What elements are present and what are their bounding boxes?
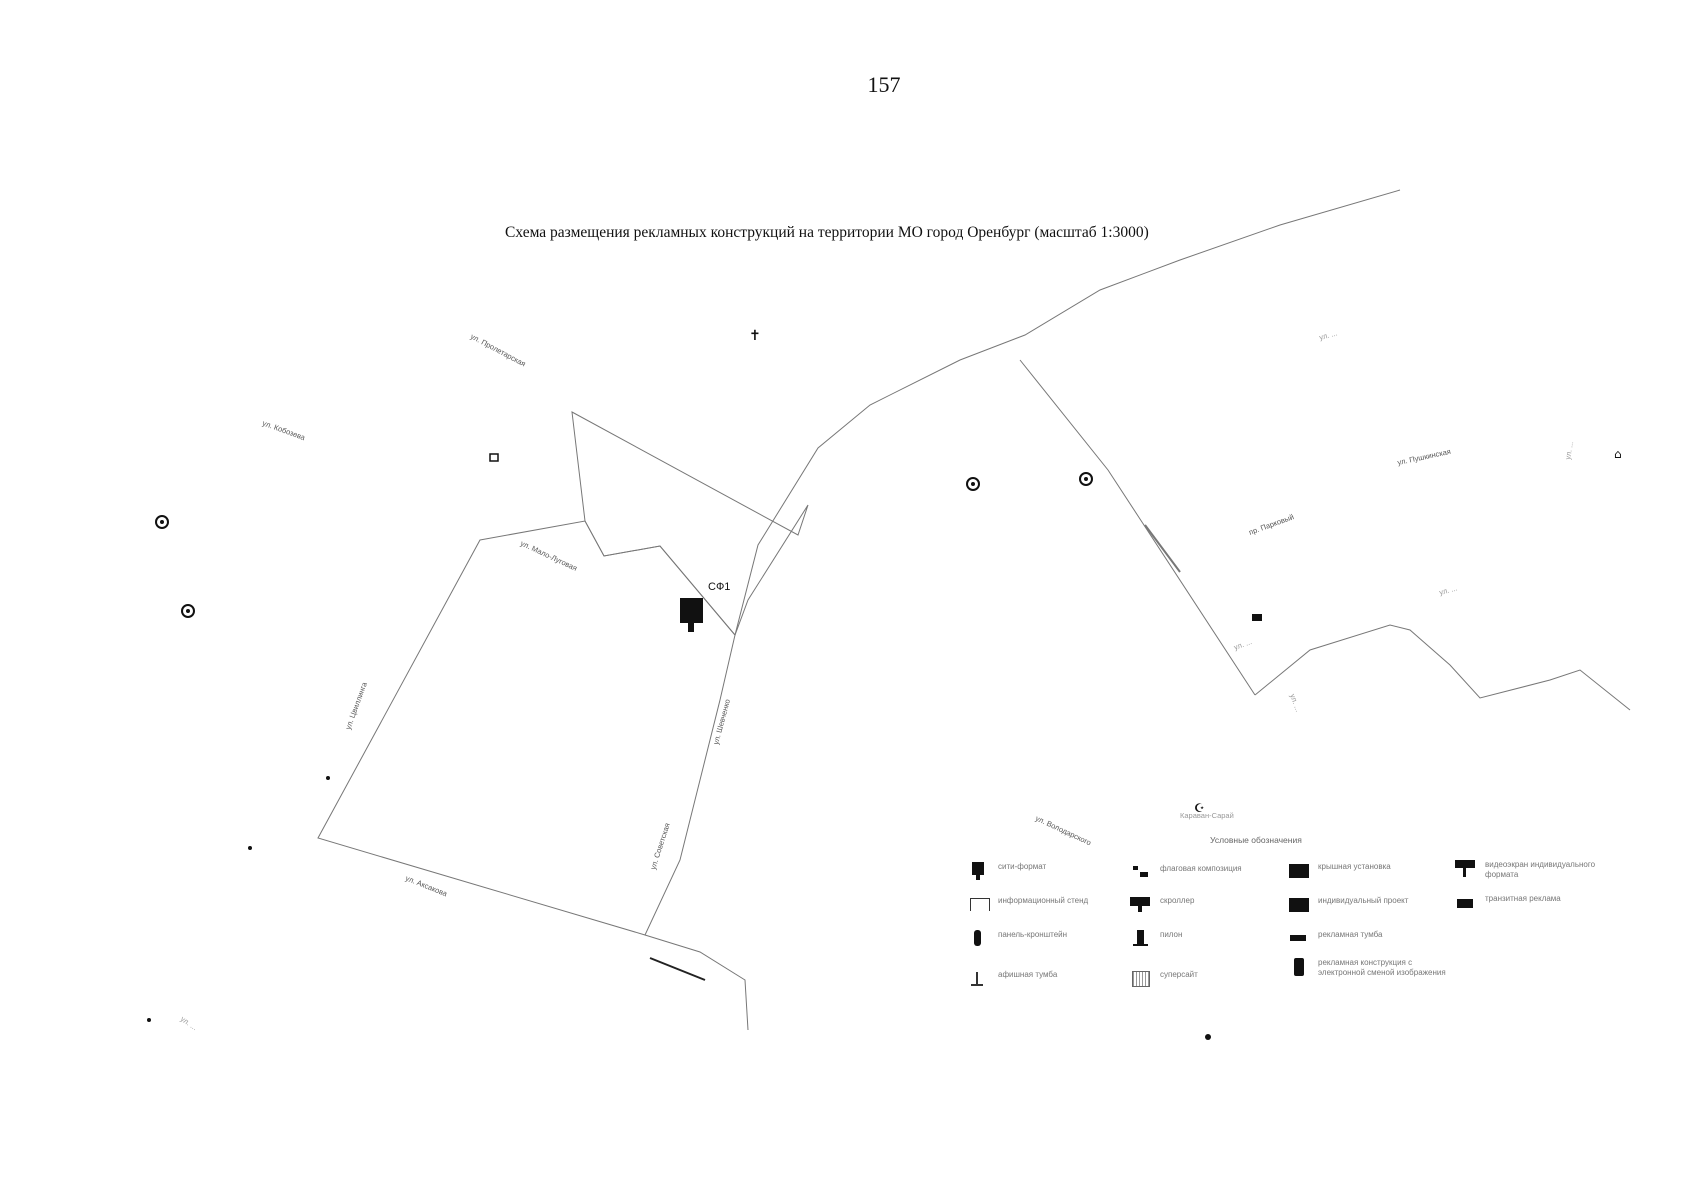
building-icon: ⌂ bbox=[1614, 447, 1622, 461]
scroller-icon bbox=[1130, 896, 1152, 914]
poi-symbols: ✝ ☪ ⌂ bbox=[147, 328, 1622, 1040]
individual-project-icon bbox=[1288, 896, 1310, 914]
legend-item: рекламная конструкция с электронной смен… bbox=[1288, 958, 1448, 978]
circle-plus-icon bbox=[1079, 472, 1093, 486]
street-label: ул. Пролетарская bbox=[469, 332, 527, 369]
street-label: ул. Пушкинская bbox=[1397, 447, 1452, 467]
legend-item: транзитная реклама bbox=[1455, 894, 1561, 912]
legend-title: Условные обозначения bbox=[1210, 835, 1302, 845]
legend-item: панель-кронштейн bbox=[968, 930, 1067, 948]
street-labels: ул. Пролетарская ул. Кобозева ул. Мало-Л… bbox=[179, 328, 1575, 1032]
svg-text:ул. ...: ул. ... bbox=[1288, 693, 1303, 713]
square-icon bbox=[489, 453, 499, 462]
circle-plus-icon bbox=[155, 515, 169, 529]
svg-text:ул. ...: ул. ... bbox=[1233, 637, 1253, 652]
transit-ad-icon bbox=[1455, 894, 1477, 912]
digital-construction-icon bbox=[1288, 958, 1310, 976]
svg-text:Караван-Сарай: Караван-Сарай bbox=[1180, 811, 1234, 820]
ad-pillar-icon bbox=[1288, 930, 1310, 948]
church-cross-icon: ✝ bbox=[749, 328, 761, 344]
legend-item: информационный стенд bbox=[968, 896, 1088, 914]
circle-plus-icon bbox=[966, 477, 980, 491]
legend-item: индивидуальный проект bbox=[1288, 896, 1408, 914]
roof-installation-icon bbox=[1288, 862, 1310, 880]
circle-plus-icon bbox=[181, 604, 195, 618]
city-format-icon bbox=[968, 862, 990, 880]
pylon-icon bbox=[1130, 930, 1152, 948]
legend-item: крышная установка bbox=[1288, 862, 1391, 880]
street-label: ул. Кобозева bbox=[261, 418, 307, 442]
svg-text:ул. ...: ул. ... bbox=[1563, 441, 1575, 461]
road-line-south bbox=[644, 934, 749, 1031]
road-line-east bbox=[1019, 359, 1256, 696]
street-label: ул. Аксакова bbox=[404, 874, 449, 899]
parcel-main bbox=[317, 520, 736, 936]
info-stand-icon bbox=[968, 896, 990, 914]
mosque-icon: ☪ bbox=[1194, 801, 1205, 815]
legend-item: рекламная тумба bbox=[1288, 930, 1382, 948]
street-label: ул. Цвиллинга bbox=[343, 680, 369, 731]
legend-item: скроллер bbox=[1130, 896, 1194, 914]
map-title: Схема размещения рекламных конструкций н… bbox=[505, 224, 1149, 241]
road-line-north bbox=[734, 189, 1401, 636]
parcel-boundaries bbox=[317, 189, 1631, 1031]
street-label: ул. Советская bbox=[648, 822, 671, 871]
svg-text:ул. ...: ул. ... bbox=[179, 1014, 199, 1032]
city-format-marker[interactable] bbox=[680, 598, 703, 632]
flag-composition-icon bbox=[1130, 864, 1152, 882]
road-line-southeast bbox=[1254, 624, 1631, 711]
legend-item: пилон bbox=[1130, 930, 1182, 948]
video-screen-icon bbox=[1455, 860, 1477, 878]
legend-item: суперсайт bbox=[1130, 970, 1198, 988]
supersite-icon bbox=[1130, 970, 1152, 988]
legend-item: видеоэкран индивидуального формата bbox=[1455, 860, 1615, 880]
legend-item: сити-формат bbox=[968, 862, 1046, 880]
legend-item: афишная тумба bbox=[968, 970, 1057, 988]
street-label: ул. Мало-Луговая bbox=[519, 539, 578, 573]
mail-icon bbox=[1252, 614, 1262, 621]
legend-item: флаговая композиция bbox=[1130, 864, 1242, 882]
marker-label: СФ1 bbox=[708, 581, 731, 593]
street-label: пр. Парковый bbox=[1248, 512, 1295, 537]
svg-text:ул. ...: ул. ... bbox=[1438, 583, 1458, 596]
poster-pillar-icon bbox=[968, 970, 990, 988]
svg-text:ул. ...: ул. ... bbox=[1318, 328, 1338, 341]
page-number: 157 bbox=[867, 72, 901, 97]
street-label: ул. Володарского bbox=[1034, 814, 1093, 848]
bracket-panel-icon bbox=[968, 930, 990, 948]
